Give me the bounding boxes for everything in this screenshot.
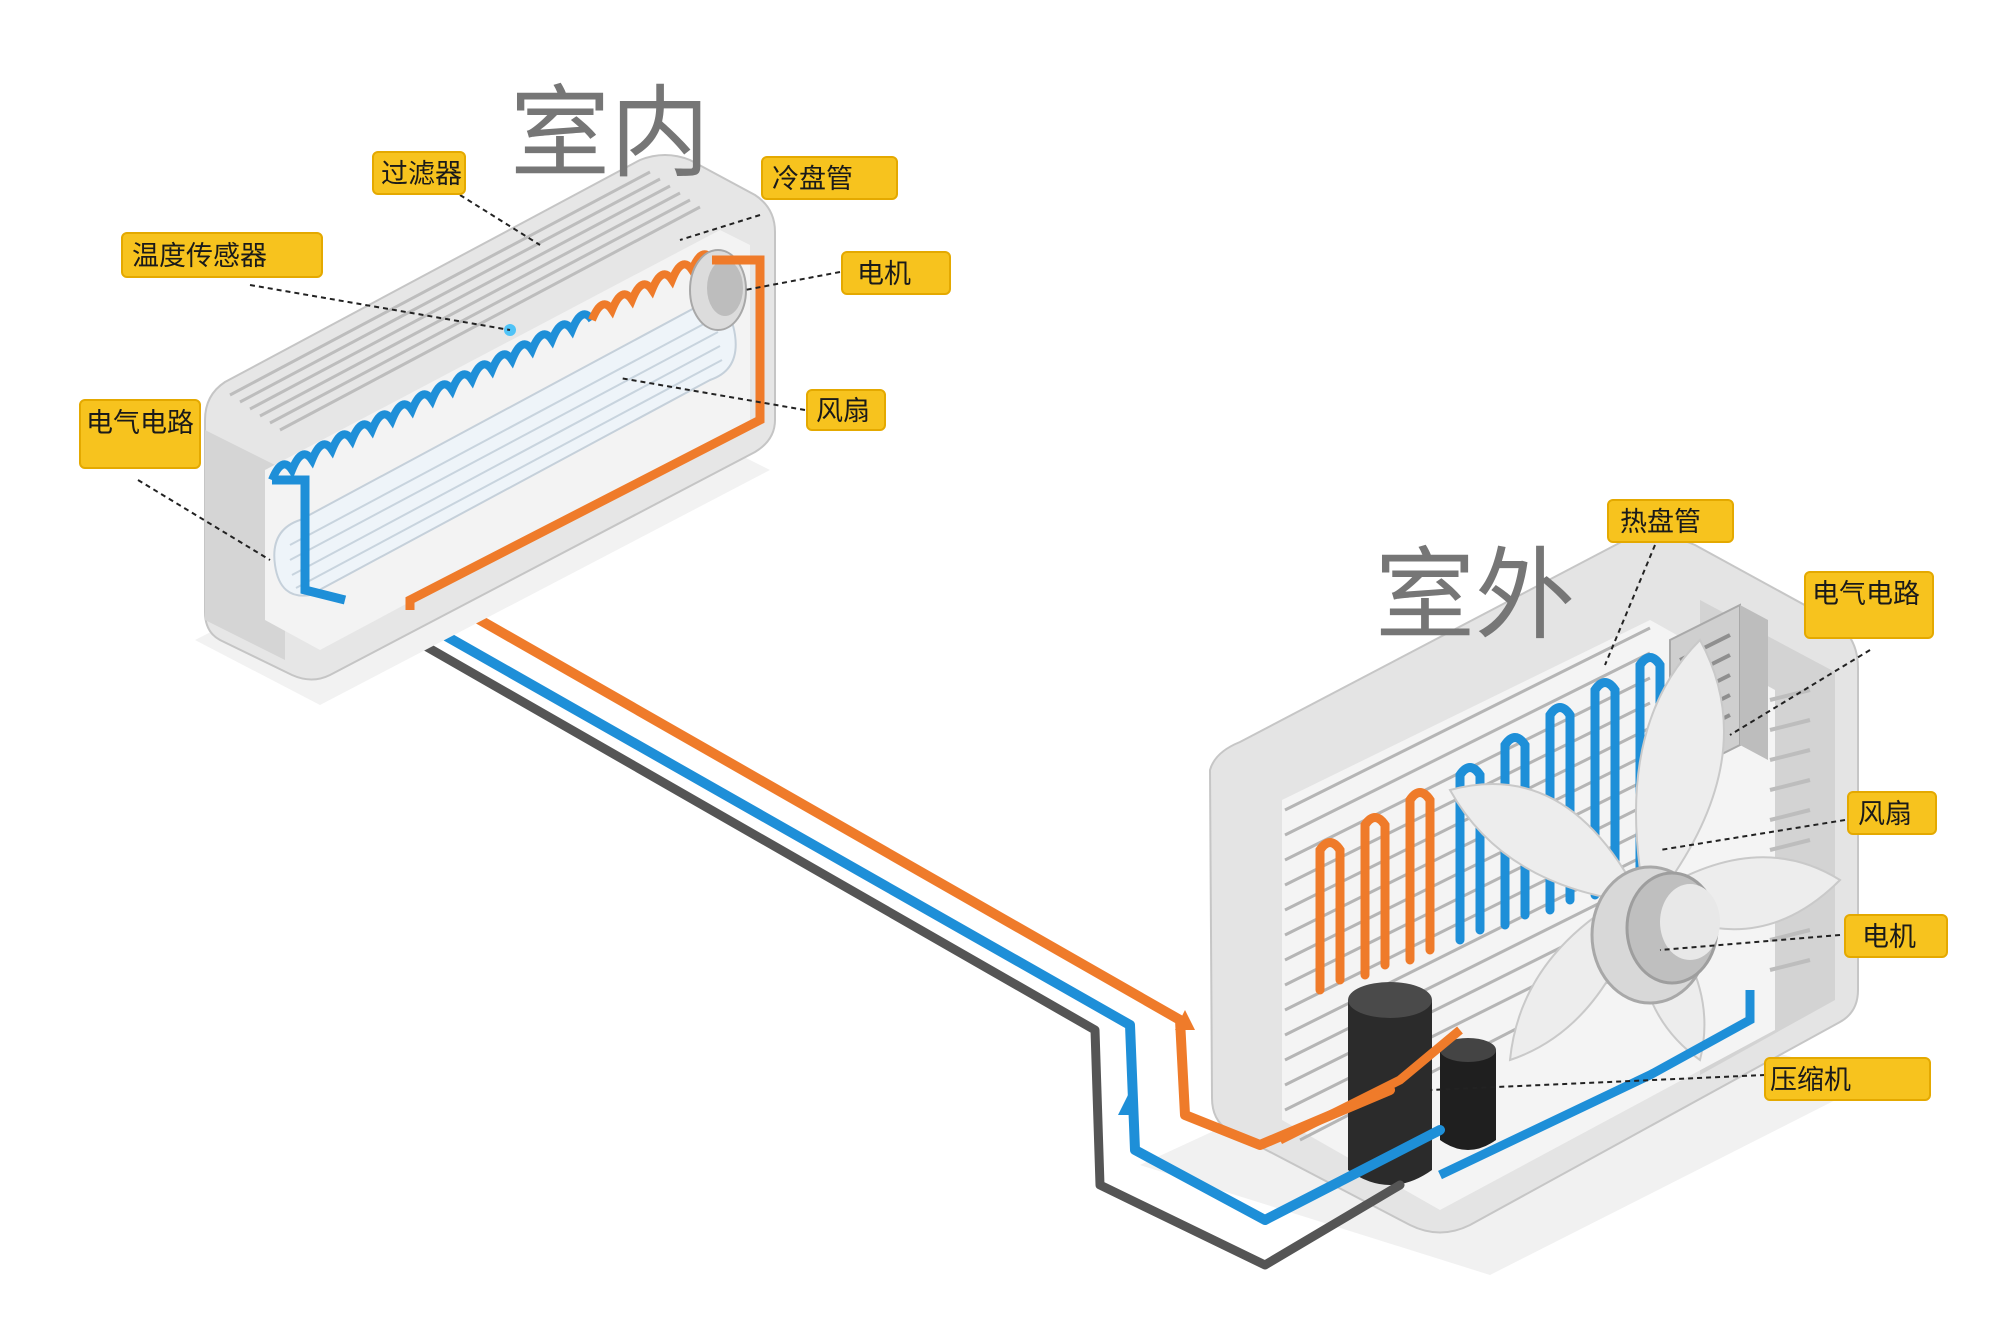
power-cable: [340, 595, 1405, 1270]
label-indoor-fan: 风扇: [806, 389, 886, 431]
label-compressor: 压缩机: [1764, 1057, 1931, 1101]
hot-refrigerant-pipe: [405, 575, 1395, 1150]
label-filter-text: 过滤器: [381, 159, 462, 190]
leader-lines: [137, 194, 1871, 1091]
flow-arrow-orange-2: [1175, 1010, 1195, 1030]
connecting-pipes: [340, 575, 1445, 1270]
outdoor-hot-coil-section: [1315, 788, 1435, 995]
indoor-cold-coil: [268, 310, 596, 482]
label-hot-coil-text: 热盘管: [1620, 507, 1701, 538]
outdoor-motor: [1590, 865, 1720, 1005]
label-outdoor-electric-circuit: 电气电路: [1804, 571, 1934, 639]
label-hot-coil: 热盘管: [1607, 499, 1734, 543]
label-cold-coil: 冷盘管: [761, 156, 898, 200]
indoor-motor: [689, 249, 747, 331]
label-outdoor-motor-text: 电机: [1862, 922, 1916, 953]
indoor-filter: [229, 170, 701, 432]
outdoor-grille: [1284, 626, 1651, 1142]
outdoor-unit: [1140, 534, 1875, 1275]
outdoor-title: 室外: [1375, 537, 1575, 654]
label-indoor-fan-text: 风扇: [816, 396, 870, 427]
label-indoor-electric-circuit-text: 电气电路: [86, 408, 194, 439]
label-filter: 过滤器: [372, 151, 466, 195]
label-temperature-sensor-text: 温度传感器: [132, 241, 267, 272]
indoor-fan: [273, 303, 737, 597]
cold-refrigerant-pipe: [360, 585, 1445, 1225]
indoor-title: 室内: [510, 75, 710, 192]
label-compressor-text: 压缩机: [1770, 1065, 1851, 1096]
label-indoor-electric-circuit: 电气电路: [79, 399, 201, 469]
indoor-internal-blue-pipe: [272, 475, 347, 605]
label-indoor-motor: 电机: [841, 251, 951, 295]
label-cold-coil-text: 冷盘管: [772, 164, 853, 195]
label-temperature-sensor: 温度传感器: [121, 232, 323, 278]
indoor-hot-coil: [588, 250, 716, 322]
indoor-unit: [195, 154, 776, 705]
label-outdoor-fan-text: 风扇: [1858, 799, 1912, 830]
indoor-internal-orange-pipe: [405, 255, 765, 610]
label-indoor-motor-text: 电机: [857, 259, 911, 290]
label-outdoor-motor: 电机: [1844, 914, 1948, 958]
outdoor-internal-blue-pipe: [1438, 990, 1755, 1180]
outdoor-cold-coil-section: [1455, 653, 1665, 945]
label-outdoor-electric-circuit-text: 电气电路: [1812, 579, 1920, 610]
flow-arrow-blue-2: [1118, 1095, 1138, 1115]
label-outdoor-fan: 风扇: [1847, 791, 1937, 835]
